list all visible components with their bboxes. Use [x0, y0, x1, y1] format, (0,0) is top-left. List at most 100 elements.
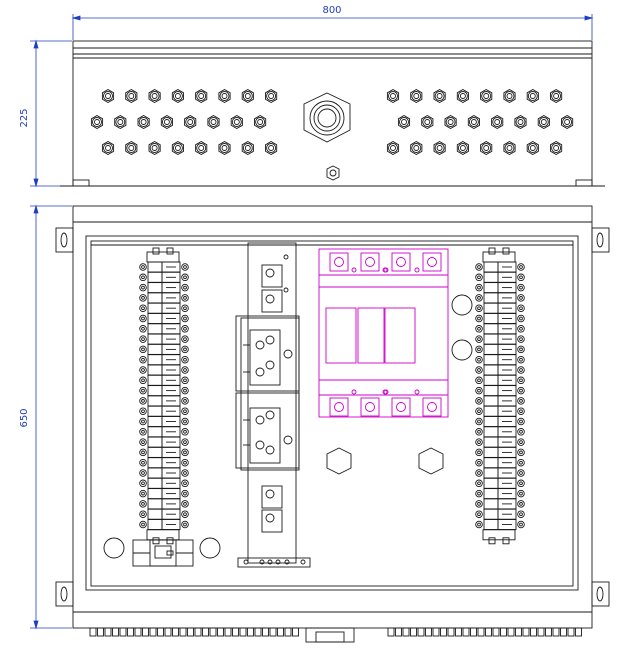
- cable-gland: [160, 114, 173, 130]
- bottom-gland: [232, 627, 239, 637]
- bottom-gland: [567, 627, 575, 637]
- bottom-gland: [545, 627, 552, 637]
- cable-gland: [207, 114, 220, 130]
- knockout-hole: [451, 294, 473, 316]
- cable-gland: [480, 140, 493, 156]
- terminal-block: [475, 467, 525, 479]
- breaker-line-terminal: [360, 252, 388, 273]
- terminal-block: [475, 364, 525, 376]
- cable-gland: [254, 114, 267, 130]
- bottom-gland: [149, 627, 157, 637]
- bottom-gland: [425, 627, 432, 637]
- cable-gland: [171, 140, 184, 156]
- cable-entry: [326, 447, 352, 475]
- bottom-gland: [522, 627, 530, 637]
- bottom-gland: [455, 627, 462, 637]
- gland-array-right: [386, 88, 574, 156]
- bottom-gland: [537, 627, 545, 637]
- dimension-width: 800: [322, 5, 341, 16]
- surge-protection-section: [235, 242, 300, 564]
- cable-gland: [114, 114, 127, 130]
- terminal-block: [139, 405, 189, 417]
- cable-gland: [148, 140, 161, 156]
- terminal-block: [475, 488, 525, 500]
- small-cable-gland: [326, 165, 340, 181]
- bottom-gland: [224, 627, 232, 637]
- auxiliary-breaker: [132, 539, 194, 567]
- dimension-depth: 225: [19, 108, 30, 127]
- breaker-line-terminal: [329, 252, 357, 273]
- cable-gland: [265, 140, 278, 156]
- cable-gland: [514, 114, 527, 130]
- cable-gland: [456, 88, 469, 104]
- terminal-block: [139, 374, 189, 386]
- terminal-block: [139, 508, 189, 520]
- terminal-block: [475, 395, 525, 407]
- terminal-block: [475, 323, 525, 335]
- gland-array-left: [90, 88, 278, 156]
- bottom-gland: [119, 627, 127, 637]
- bottom-gland: [477, 627, 485, 637]
- cable-gland: [137, 114, 150, 130]
- cable-gland: [184, 114, 197, 130]
- cable-gland: [241, 140, 254, 156]
- cable-gland: [433, 88, 446, 104]
- cable-gland: [503, 88, 516, 104]
- terminal-block: [475, 343, 525, 355]
- cable-gland: [480, 88, 493, 104]
- terminal-block: [475, 261, 525, 273]
- cable-gland: [101, 88, 115, 104]
- dimension-height: 650: [19, 408, 30, 427]
- top-view: [60, 40, 605, 187]
- terminal-block: [139, 436, 189, 448]
- bottom-gland: [552, 627, 560, 637]
- breaker-load-terminal: [329, 389, 357, 417]
- terminal-block: [475, 374, 525, 386]
- terminal-block: [475, 271, 525, 283]
- terminal-block: [139, 446, 189, 458]
- terminal-block: [139, 477, 189, 489]
- bottom-gland: [247, 627, 254, 637]
- terminal-block: [139, 364, 189, 376]
- bottom-gland: [187, 627, 194, 637]
- large-cable-gland: [303, 92, 351, 143]
- mounting-bracket-top-left: [55, 227, 74, 253]
- bottom-gland: [157, 627, 164, 637]
- bottom-gland: [432, 627, 440, 637]
- cable-gland: [467, 114, 480, 130]
- cable-gland: [90, 114, 104, 130]
- cable-gland: [503, 140, 516, 156]
- bottom-gland: [172, 627, 179, 637]
- knockout-hole: [451, 339, 473, 361]
- terminal-block: [475, 282, 525, 294]
- terminal-block: [475, 508, 525, 520]
- cable-gland: [101, 140, 115, 156]
- mounting-bracket-bottom-left: [55, 581, 74, 607]
- terminal-block: [139, 457, 189, 469]
- terminal-block: [139, 395, 189, 407]
- bottom-gland: [127, 627, 134, 637]
- bottom-gland: [560, 627, 567, 637]
- cable-gland: [125, 88, 138, 104]
- bottom-gland: [239, 627, 247, 637]
- terminal-block: [139, 302, 189, 314]
- bottom-gland: [470, 627, 477, 637]
- cable-gland: [148, 88, 161, 104]
- knockout-hole: [103, 537, 125, 559]
- bottom-gland: [202, 627, 209, 637]
- cable-gland: [125, 140, 138, 156]
- bottom-gland: [254, 627, 262, 637]
- terminal-block: [139, 323, 189, 335]
- terminal-block: [139, 313, 189, 324]
- front-view: [55, 205, 610, 643]
- cable-gland: [550, 140, 563, 156]
- mounting-bracket-bottom-right: [591, 581, 610, 607]
- terminal-block: [139, 343, 189, 355]
- cable-gland: [230, 114, 243, 130]
- bottom-gland: [402, 627, 410, 637]
- breaker-line-terminal: [383, 252, 411, 273]
- cable-gland: [444, 114, 457, 130]
- terminal-block: [475, 416, 525, 427]
- terminal-strip-right: [475, 247, 525, 545]
